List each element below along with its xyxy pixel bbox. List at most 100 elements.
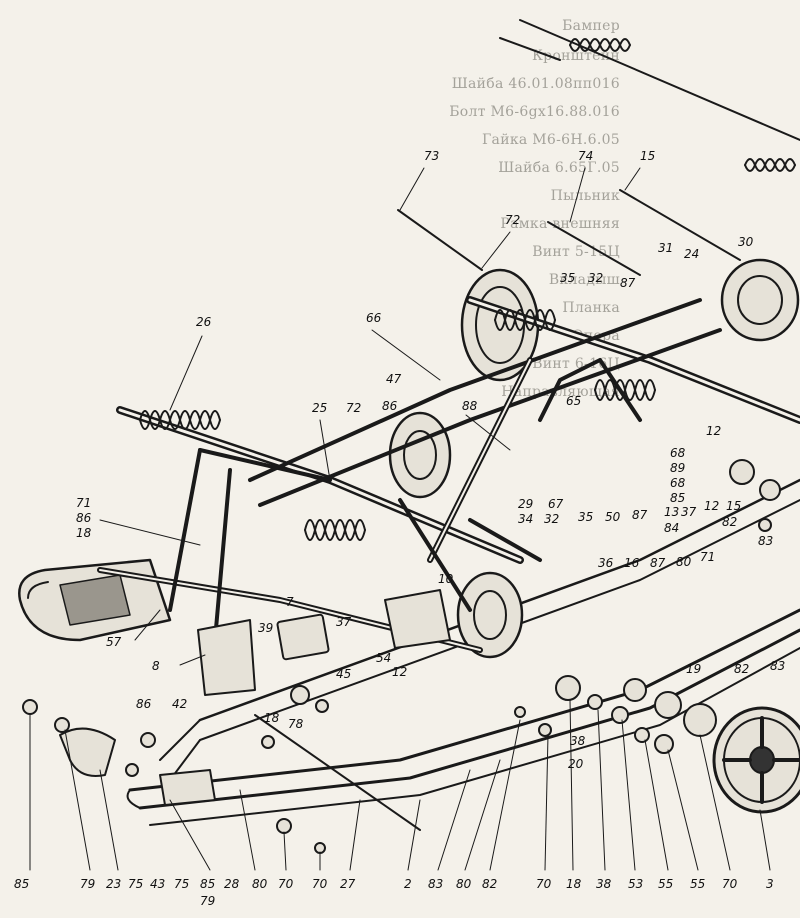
callout: 55 xyxy=(690,877,705,891)
callout: 75 xyxy=(128,877,143,891)
callout: 88 xyxy=(462,399,478,413)
callout: 36 xyxy=(598,556,614,570)
callout: 25 xyxy=(312,401,327,415)
callout: 74 xyxy=(578,149,593,163)
callout: 43 xyxy=(150,877,165,891)
callout: 53 xyxy=(628,877,643,891)
callout: 10 xyxy=(438,572,454,586)
callout: 66 xyxy=(366,311,382,325)
callout: 86 xyxy=(76,511,92,525)
bg-row: Винт 5-15Ц xyxy=(532,244,620,260)
callout: 15 xyxy=(726,499,741,513)
callout: 32 xyxy=(544,512,559,526)
callout: 38 xyxy=(570,734,586,748)
suspension-arms xyxy=(168,298,722,642)
callout: 16 xyxy=(624,556,640,570)
callout: 32 xyxy=(588,271,603,285)
callout: 45 xyxy=(336,667,351,681)
callout: 27 xyxy=(340,877,356,891)
callout: 34 xyxy=(518,512,533,526)
callout: 35 xyxy=(578,510,593,524)
idler-wheels xyxy=(388,258,800,659)
callout: 86 xyxy=(382,399,398,413)
callout: 26 xyxy=(196,315,212,329)
callout: 79 xyxy=(80,877,95,891)
callout: 85 xyxy=(670,491,685,505)
callout: 65 xyxy=(566,394,581,408)
callout: 79 xyxy=(200,894,215,908)
callout: 20 xyxy=(568,757,584,771)
callout: 18 xyxy=(566,877,582,891)
callout: 54 xyxy=(376,651,391,665)
callout: 3 xyxy=(766,877,774,891)
callout: 87 xyxy=(632,508,648,522)
callout: 75 xyxy=(174,877,189,891)
bg-row: Гайка М6-6Н.6.05 xyxy=(481,132,620,148)
callout: 13 xyxy=(664,505,679,519)
rear-wheel xyxy=(712,706,800,814)
callout: 8 xyxy=(152,659,160,673)
bg-row: Кронштейн xyxy=(532,48,620,64)
washers-and-nuts xyxy=(22,459,781,854)
callout: 39 xyxy=(258,621,273,635)
callout: 12 xyxy=(392,665,407,679)
callout: 50 xyxy=(605,510,621,524)
callout: 24 xyxy=(684,247,699,261)
callout-labels: 73 74 15 72 35 32 87 31 24 30 26 66 47 8… xyxy=(14,149,785,908)
callout: 80 xyxy=(456,877,472,891)
callout: 31 xyxy=(658,241,673,255)
callout: 30 xyxy=(738,235,754,249)
callout: 73 xyxy=(424,149,439,163)
callout: 83 xyxy=(758,534,773,548)
callout: 82 xyxy=(482,877,497,891)
bg-row: Бампер xyxy=(562,18,620,34)
callout: 47 xyxy=(386,372,402,386)
callout: 19 xyxy=(686,662,701,676)
callout: 72 xyxy=(346,401,361,415)
callout: 87 xyxy=(650,556,666,570)
bg-row: Планка xyxy=(562,300,620,316)
callout: 37 xyxy=(681,505,697,519)
coil-springs xyxy=(139,38,796,541)
callout: 83 xyxy=(770,659,785,673)
callout: 55 xyxy=(658,877,673,891)
callout: 68 xyxy=(670,476,686,490)
ski-runner xyxy=(126,478,800,826)
callout: 70 xyxy=(278,877,294,891)
callout: 18 xyxy=(76,526,92,540)
brackets xyxy=(59,589,451,806)
bg-row: Шайба 6.65Г.05 xyxy=(498,160,620,176)
callout: 37 xyxy=(336,615,352,629)
callout: 28 xyxy=(224,877,240,891)
callout: 12 xyxy=(704,499,719,513)
callout: 12 xyxy=(706,424,721,438)
leader-lines xyxy=(29,167,771,871)
bg-row: Шайба 46.01.08пп016 xyxy=(451,76,620,92)
callout: 84 xyxy=(664,521,679,535)
callout: 71 xyxy=(700,550,715,564)
callout: 89 xyxy=(670,461,685,475)
callout: 86 xyxy=(136,697,152,711)
bg-row: Пыльник xyxy=(550,188,620,204)
callout: 80 xyxy=(676,555,692,569)
callout: 68 xyxy=(670,446,686,460)
callout: 70 xyxy=(722,877,738,891)
callout: 78 xyxy=(288,717,304,731)
callout: 42 xyxy=(172,697,187,711)
callout: 71 xyxy=(76,496,91,510)
callout: 82 xyxy=(734,662,749,676)
callout: 87 xyxy=(620,276,636,290)
bg-row: Рамка внешняя xyxy=(500,216,620,232)
callout: 85 xyxy=(200,877,215,891)
callout: 57 xyxy=(106,635,122,649)
callout: 18 xyxy=(264,711,280,725)
callout: 35 xyxy=(560,271,575,285)
callout: 70 xyxy=(536,877,552,891)
callout: 80 xyxy=(252,877,268,891)
callout: 7 xyxy=(286,595,294,609)
front-ski-tip xyxy=(18,558,172,642)
callout: 67 xyxy=(548,497,564,511)
axle-tubes xyxy=(97,296,800,653)
long-bolts xyxy=(254,19,800,831)
